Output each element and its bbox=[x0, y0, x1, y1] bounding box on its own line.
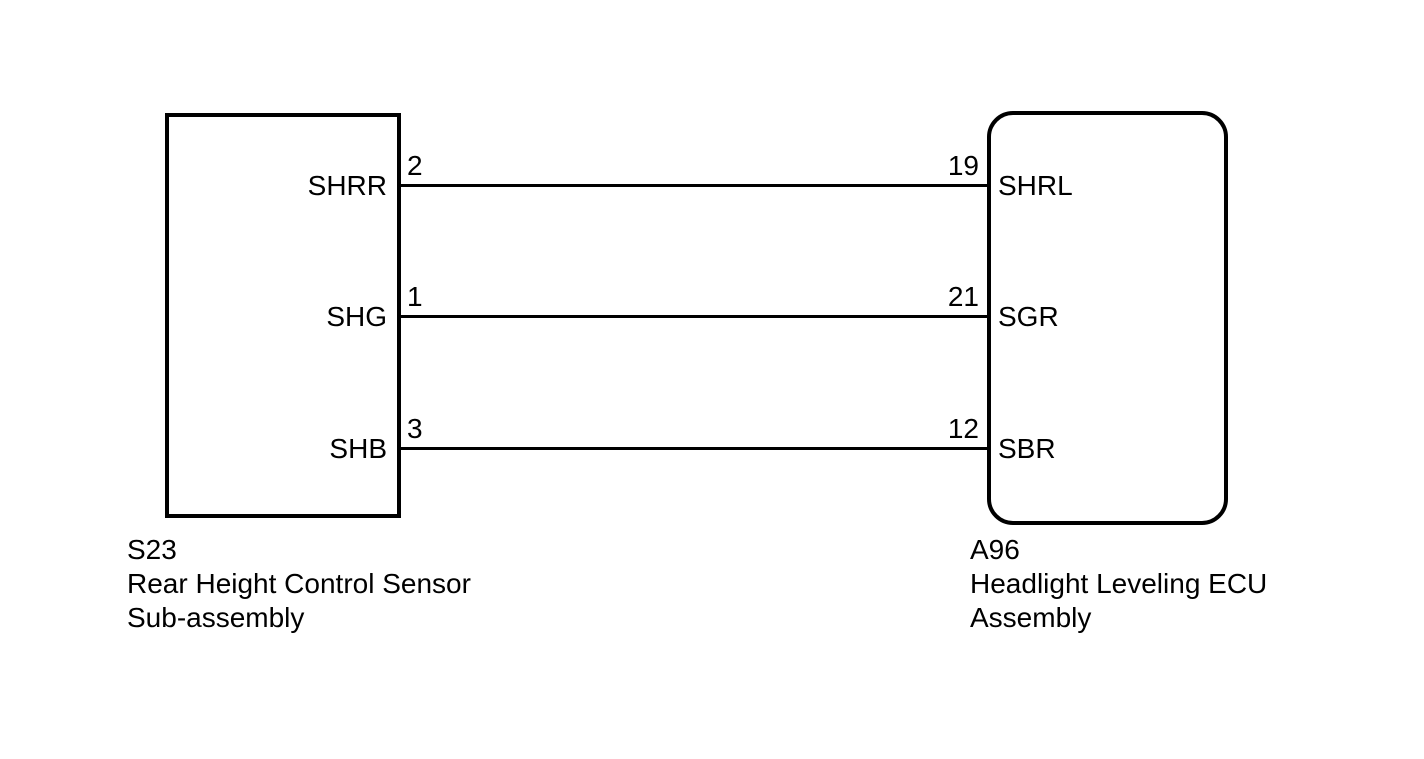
pin-label-sbr: SBR bbox=[998, 433, 1056, 464]
pin-label-shg: SHG bbox=[326, 301, 387, 332]
pin-number-2: 2 bbox=[407, 150, 423, 181]
pin-number-12: 12 bbox=[947, 413, 979, 444]
wire-shrr-to-shrl bbox=[399, 184, 988, 187]
wire-shg-to-sgr bbox=[399, 315, 988, 318]
right-connector-box-a96 bbox=[987, 111, 1228, 525]
pin-label-sgr: SGR bbox=[998, 301, 1059, 332]
right-connector-name-line2: Assembly bbox=[970, 602, 1092, 633]
pin-label-shb: SHB bbox=[329, 433, 387, 464]
left-connector-box-s23 bbox=[165, 113, 401, 518]
wire-shb-to-sbr bbox=[399, 447, 988, 450]
pin-label-shrr: SHRR bbox=[307, 170, 387, 201]
pin-label-shrl: SHRL bbox=[998, 170, 1073, 201]
pin-number-3: 3 bbox=[407, 413, 423, 444]
left-connector-caption: S23 Rear Height Control Sensor Sub-assem… bbox=[127, 533, 471, 635]
right-connector-caption: A96 Headlight Leveling ECU Assembly bbox=[970, 533, 1267, 635]
left-connector-name-line1: Rear Height Control Sensor bbox=[127, 568, 471, 599]
right-connector-code: A96 bbox=[970, 534, 1020, 565]
pin-number-21: 21 bbox=[947, 281, 979, 312]
left-connector-code: S23 bbox=[127, 534, 177, 565]
pin-number-19: 19 bbox=[947, 150, 979, 181]
left-connector-name-line2: Sub-assembly bbox=[127, 602, 305, 633]
right-connector-name-line1: Headlight Leveling ECU bbox=[970, 568, 1268, 599]
pin-number-1: 1 bbox=[407, 281, 423, 312]
